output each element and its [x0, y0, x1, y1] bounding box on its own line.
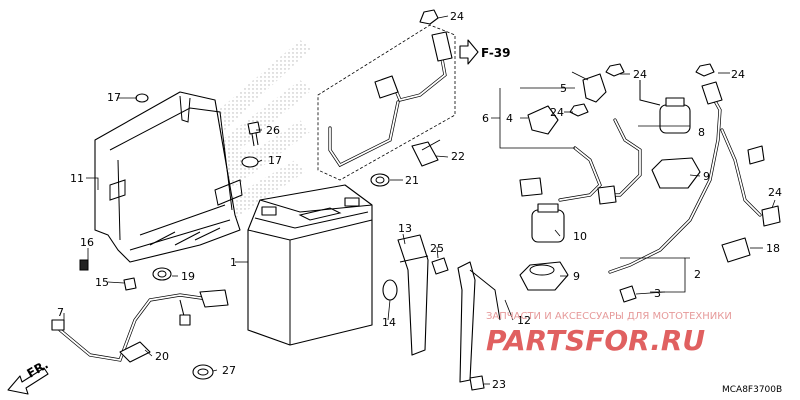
clip-27	[192, 364, 214, 380]
bolt-25	[431, 257, 449, 275]
front-direction-arrow: FR.	[7, 357, 51, 395]
fuse-holder-14	[382, 279, 398, 301]
label-part-17-lower: 17	[268, 154, 282, 167]
nut-24-small	[569, 103, 589, 117]
label-part-1: 1	[230, 256, 237, 269]
cap-24-right	[761, 205, 781, 227]
reference-arrow-label: F-39	[481, 46, 511, 60]
label-part-24-relay: 24	[633, 68, 647, 81]
label-part-12: 12	[517, 314, 531, 327]
label-part-14: 14	[382, 316, 396, 329]
nut-24-relay	[605, 63, 625, 77]
reference-arrow-f39: F-39	[459, 39, 511, 65]
label-part-11: 11	[70, 172, 84, 185]
label-part-3: 3	[654, 287, 661, 300]
nut-24-top	[419, 9, 439, 25]
terminal-cover-5	[582, 73, 607, 103]
label-part-23: 23	[492, 378, 506, 391]
relay-rubber-9-upper	[651, 157, 701, 189]
bracket-12	[457, 261, 501, 383]
label-part-27: 27	[222, 364, 236, 377]
battery-stay-13	[397, 234, 429, 356]
label-part-19: 19	[181, 270, 195, 283]
watermark-tagline: ЗАПЧАСТИ И АКСЕССУАРЫ ДЛЯ МОТОТЕХНИКИ	[486, 311, 732, 322]
starter-relay-10	[531, 203, 565, 243]
cable-band-22	[411, 139, 441, 167]
watermark: ЗАПЧАСТИ И АКСЕССУАРЫ ДЛЯ МОТОТЕХНИКИ PA…	[486, 311, 732, 357]
label-part-5: 5	[560, 82, 567, 95]
label-part-18: 18	[766, 242, 780, 255]
label-part-24-top: 24	[450, 10, 464, 23]
sub-harness-7	[51, 289, 229, 362]
cable-clamp-21	[370, 173, 390, 187]
label-part-24-right: 24	[731, 68, 745, 81]
label-part-9-lower: 9	[573, 270, 580, 283]
label-part-15: 15	[95, 276, 109, 289]
starter-relay-cable-6	[519, 118, 642, 205]
label-part-2: 2	[694, 268, 701, 281]
label-part-25: 25	[430, 242, 444, 255]
watermark-logo: PARTSFOR.RU	[486, 324, 705, 357]
grommet-17-lower	[241, 156, 259, 168]
label-part-16: 16	[80, 236, 94, 249]
label-part-24-cap: 24	[768, 186, 782, 199]
bolt-3	[619, 285, 637, 303]
battery	[247, 184, 373, 346]
label-part-26: 26	[266, 124, 280, 137]
label-part-13: 13	[398, 222, 412, 235]
nut-24-relay-2	[695, 63, 715, 77]
grommet-17-upper	[135, 93, 149, 103]
clip-19	[152, 267, 172, 281]
bolt-23	[469, 375, 485, 391]
part-labels: 1 2 3 4 5 6 7 8 9 9 10 11 12 13 14 15 16…	[57, 10, 782, 391]
label-part-24-small: 24	[550, 106, 564, 119]
bolt-15	[123, 277, 137, 291]
clamp-20	[119, 341, 151, 363]
label-part-6: 6	[482, 112, 489, 125]
label-part-4: 4	[506, 112, 513, 125]
starter-relay-8	[639, 80, 691, 134]
battery-cable-2	[608, 81, 765, 274]
drawing-code: MCA8F3700B	[722, 385, 782, 395]
label-part-9-upper: 9	[703, 170, 710, 183]
label-part-10: 10	[573, 230, 587, 243]
leader-lines	[63, 15, 776, 385]
label-part-20: 20	[155, 350, 169, 363]
label-part-7: 7	[57, 306, 64, 319]
battery-cable-group	[317, 24, 456, 181]
label-part-21: 21	[405, 174, 419, 187]
bolt-26	[247, 121, 261, 147]
terminal-cover-4	[527, 105, 559, 135]
relay-rubber-9-lower	[519, 261, 569, 291]
label-part-17-upper: 17	[107, 91, 121, 104]
battery-tray	[79, 91, 243, 271]
clip-18	[721, 237, 751, 263]
label-part-22: 22	[451, 150, 465, 163]
label-part-8: 8	[698, 126, 705, 139]
